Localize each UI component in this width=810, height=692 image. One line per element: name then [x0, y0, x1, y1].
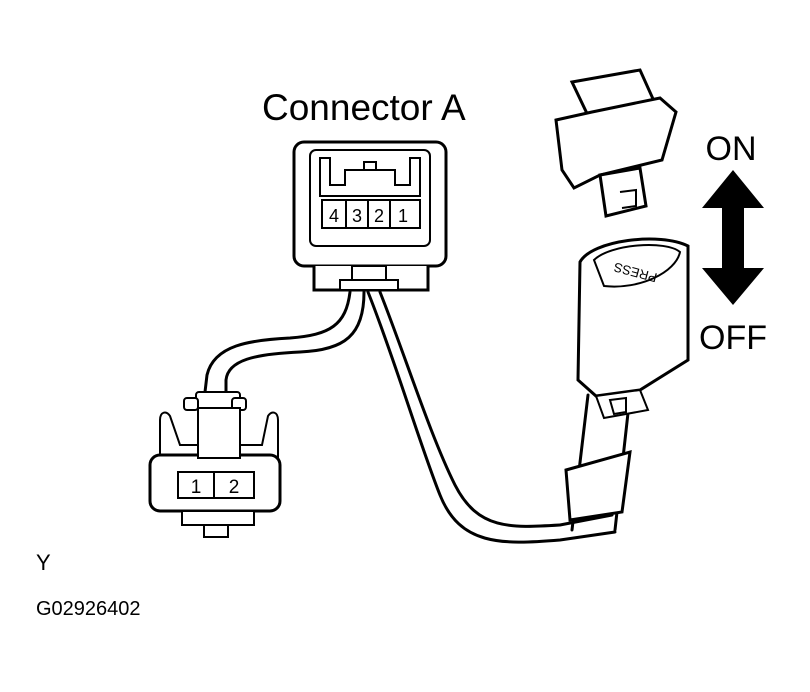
on-label: ON	[706, 130, 757, 168]
connector-b-pin-1: 1	[191, 477, 202, 498]
belt-tongue	[554, 68, 678, 218]
connector-a-pin-3: 3	[352, 206, 362, 226]
figure-id: G02926402	[36, 598, 141, 620]
on-off-double-arrow-icon	[702, 170, 764, 305]
footer-code: Y	[36, 550, 51, 575]
connector-a-pin-1: 1	[398, 206, 408, 226]
connector-a	[292, 140, 448, 292]
diagram-title: Connector A	[262, 87, 466, 128]
connector-b-pin-2: 2	[229, 477, 240, 498]
connector-a-pin-2: 2	[374, 206, 384, 226]
seatbelt-buckle	[564, 237, 690, 522]
connector-a-pin-4: 4	[329, 206, 339, 226]
off-label: OFF	[699, 319, 767, 357]
connector-b	[148, 391, 282, 538]
